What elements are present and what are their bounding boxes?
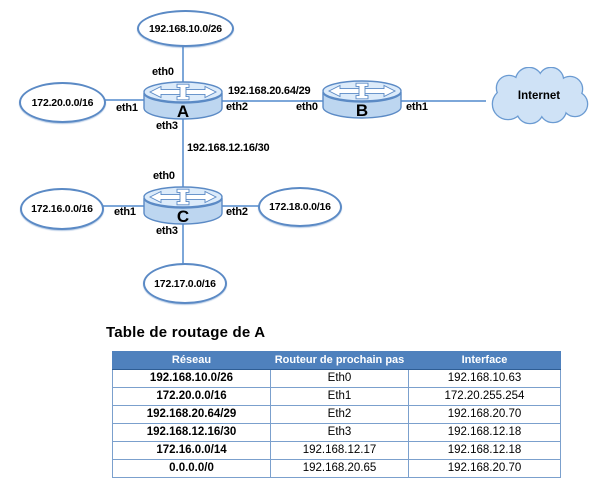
network-node-172-16-0-0-16: 172.16.0.0/16 [20,188,104,230]
internet-label: Internet [517,90,561,102]
cell-network: 192.168.12.16/30 [112,423,271,442]
router-c-label: C [176,207,190,226]
iface-b-eth0: eth0 [296,101,318,113]
network-label: 172.16.0.0/16 [31,203,93,215]
cell-network: 172.16.0.0/14 [112,441,271,460]
network-node-172-20-0-0-16: 172.20.0.0/16 [19,82,106,123]
header-cell-next-hop: Routeur de prochain pas [270,351,409,370]
subnet-label-a-c: 192.168.12.16/30 [187,142,270,154]
router-b-label: B [355,101,369,120]
iface-a-eth3: eth3 [156,120,178,132]
network-node-192-168-10-0-26: 192.168.10.0/26 [137,10,234,47]
network-label: 172.18.0.0/16 [269,201,331,213]
router-b: B [322,80,402,120]
cell-network: 192.168.20.64/29 [112,405,271,424]
router-icon [143,186,223,225]
cell-interface: 192.168.12.18 [408,441,561,460]
link-net16-router-c [97,205,144,207]
network-label: 192.168.10.0/26 [149,22,222,35]
network-node-172-17-0-0-16: 172.17.0.0/16 [143,263,227,304]
cell-next-hop: Eth2 [270,405,409,424]
table-row: 192.168.20.64/29 Eth2 192.168.20.70 [112,405,561,424]
iface-a-eth0: eth0 [152,66,174,78]
cell-network: 192.168.10.0/26 [112,369,271,388]
iface-c-eth0: eth0 [153,170,175,182]
iface-c-eth3: eth3 [156,225,178,237]
table-row: 0.0.0.0/0 192.168.20.65 192.168.20.70 [112,459,561,478]
header-cell-interface: Interface [408,351,561,370]
link-router-c-net17 [182,224,184,264]
link-net10-router-a [182,41,184,82]
routing-table-header-row: Réseau Routeur de prochain pas Interface [112,351,561,370]
network-label: 172.20.0.0/16 [31,96,94,109]
iface-a-eth1: eth1 [116,102,138,114]
iface-a-eth2: eth2 [226,101,248,113]
iface-b-eth1: eth1 [406,101,428,113]
network-label: 172.17.0.0/16 [154,277,216,290]
router-icon [143,81,223,120]
router-icon [322,80,402,119]
cell-next-hop: 192.168.20.65 [270,459,409,478]
router-a-label: A [176,102,190,121]
router-a: A [143,81,223,121]
cell-next-hop: 192.168.12.17 [270,441,409,460]
link-router-a-router-b [222,100,323,102]
iface-c-eth1: eth1 [114,206,136,218]
iface-c-eth2: eth2 [226,206,248,218]
link-router-b-internet [401,100,486,102]
cell-next-hop: Eth3 [270,423,409,442]
table-row: 192.168.10.0/26 Eth0 192.168.10.63 [112,369,561,388]
cell-network: 0.0.0.0/0 [112,459,271,478]
internet-cloud: Internet [480,66,598,127]
cloud-icon [491,66,589,125]
table-row: 172.20.0.0/16 Eth1 172.20.255.254 [112,387,561,406]
router-c: C [143,186,223,226]
cell-next-hop: Eth1 [270,387,409,406]
header-cell-reseau: Réseau [112,351,271,370]
network-node-172-18-0-0-16: 172.18.0.0/16 [258,187,342,227]
link-router-a-router-c [182,119,184,187]
link-net20-router-a [99,99,144,101]
table-row: 192.168.12.16/30 Eth3 192.168.12.18 [112,423,561,442]
subnet-label-a-b: 192.168.20.64/29 [228,85,311,97]
table-row: 172.16.0.0/14 192.168.12.17 192.168.12.1… [112,441,561,460]
cell-interface: 192.168.10.63 [408,369,561,388]
routing-table-title: Table de routage de A [106,324,266,341]
link-router-c-net18 [221,205,259,207]
cell-interface: 192.168.20.70 [408,459,561,478]
cell-interface: 192.168.20.70 [408,405,561,424]
cell-interface: 192.168.12.18 [408,423,561,442]
cell-network: 172.20.0.0/16 [112,387,271,406]
cell-next-hop: Eth0 [270,369,409,388]
routing-table: Réseau Routeur de prochain pas Interface… [112,351,561,478]
cell-interface: 172.20.255.254 [408,387,561,406]
